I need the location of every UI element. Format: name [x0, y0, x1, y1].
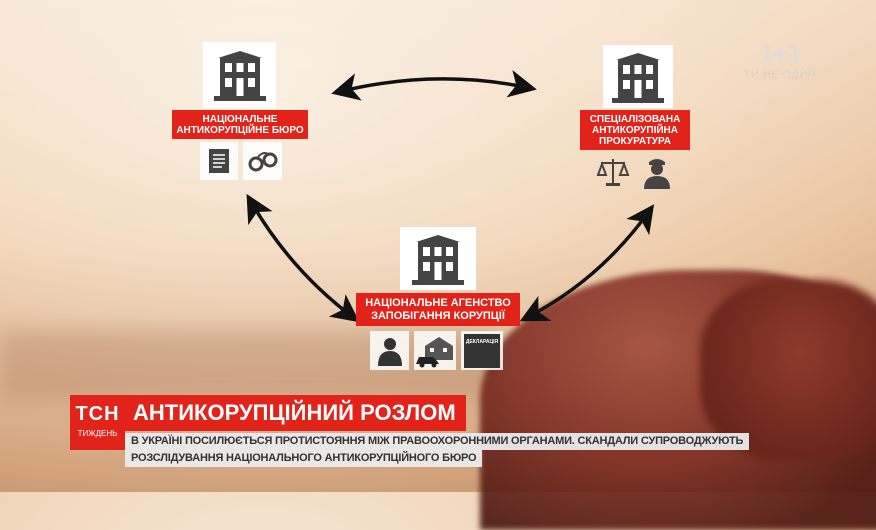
sap-label-line3: ПРОКУРАТУРА	[599, 135, 671, 147]
declaration-book-icon: ДЕКЛАРАЦІЯ	[461, 331, 503, 370]
nazk-label-line2: ЗАПОБІГАННЯ КОРУПЦІЇ	[371, 309, 505, 322]
nabu-building-icon	[203, 42, 276, 108]
house-car-icon	[414, 331, 456, 370]
gavel-head-image	[700, 280, 876, 460]
channel-slogan: ТИ НЕ ОДИН	[743, 69, 817, 81]
sap-building-icon	[603, 45, 673, 108]
show-logo-sub: ТИЖДЕНЬ	[77, 429, 118, 438]
nabu-label-line1: НАЦІОНАЛЬНЕ	[202, 113, 278, 125]
subtitle-line-2: РОЗСЛІДУВАННЯ НАЦІОНАЛЬНОГО АНТИКОРУПЦІЙ…	[125, 450, 483, 467]
arrow-nabu-nazk	[246, 193, 360, 323]
relation-arrows	[246, 69, 655, 323]
arrow-nabu-sap	[331, 69, 537, 101]
show-logo: ТСН ТИЖДЕНЬ	[70, 395, 125, 450]
police-officer-icon	[640, 155, 674, 189]
arrow-sap-nazk	[519, 204, 655, 322]
sap-label-line2: АНТИКОРУПІЙНА	[592, 124, 678, 136]
headline: АНТИКОРУПЦІЙНИЙ РОЗЛОМ	[125, 395, 466, 431]
person-icon	[370, 331, 409, 370]
nazk-building-icon	[400, 227, 476, 290]
declaration-text: ДЕКЛАРАЦІЯ	[464, 333, 500, 368]
channel-logo-text: 1+1	[759, 38, 801, 68]
show-logo-text: ТСН	[75, 403, 120, 425]
scales-icon	[596, 155, 630, 189]
subtitle-line-1: В УКРАЇНІ ПОСИЛЮЄТЬСЯ ПРОТИСТОЯННЯ МІЖ П…	[125, 433, 750, 450]
handcuffs-icon	[243, 142, 282, 180]
nabu-label-line2: АНТИКОРУПЦІЙНЕ БЮРО	[176, 124, 304, 136]
nazk-label-line1: НАЦІОНАЛЬНЕ АГЕНСТВО	[365, 296, 511, 309]
sap-label-line1: СПЕЦІАЛІЗОВАНА	[589, 113, 681, 125]
document-icon	[200, 142, 238, 180]
